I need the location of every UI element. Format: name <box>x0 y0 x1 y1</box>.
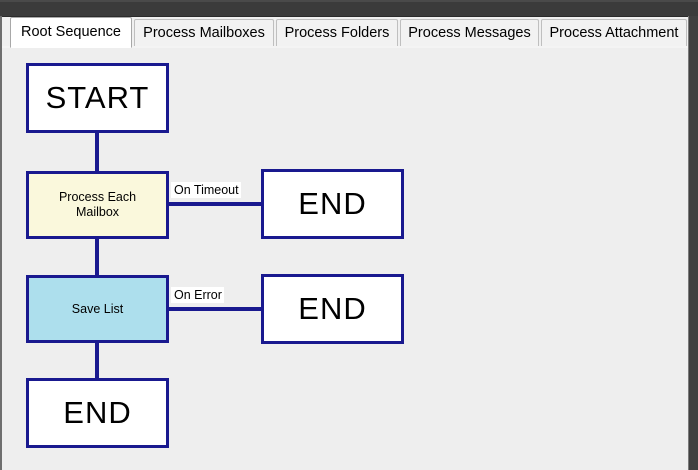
node-label: END <box>298 186 367 221</box>
connector-savelist-to-end-error <box>169 307 261 311</box>
node-process[interactable]: Process Each Mailbox <box>26 171 169 239</box>
node-savelist[interactable]: Save List <box>26 275 169 343</box>
node-start[interactable]: START <box>26 63 169 133</box>
tab-process-folders[interactable]: Process Folders <box>276 19 398 47</box>
window-frame-right <box>688 16 698 470</box>
node-end-error[interactable]: END <box>261 274 404 344</box>
node-label: END <box>63 395 132 430</box>
window-frame-left <box>0 16 2 470</box>
node-end-final[interactable]: END <box>26 378 169 448</box>
node-label: END <box>298 291 367 326</box>
node-end-timeout[interactable]: END <box>261 169 404 239</box>
node-label: START <box>45 80 150 115</box>
title-strip-highlight <box>0 0 698 2</box>
connector-process-to-savelist <box>95 239 99 275</box>
edge-label-on-error: On Error <box>171 287 224 303</box>
node-label: Save List <box>71 301 124 316</box>
edge-label-on-timeout: On Timeout <box>171 182 241 198</box>
tab-process-messages[interactable]: Process Messages <box>400 19 539 47</box>
tab-bar-underline <box>2 46 688 48</box>
tab-process-mailboxes[interactable]: Process Mailboxes <box>134 19 274 47</box>
window-title-strip <box>0 0 698 17</box>
connector-start-to-process <box>95 133 99 171</box>
connector-savelist-to-end <box>95 343 99 378</box>
tab-root-sequence[interactable]: Root Sequence <box>10 17 132 48</box>
node-label: Process Each Mailbox <box>58 190 137 219</box>
connector-process-to-end-timeout <box>169 202 261 206</box>
tab-process-attachment[interactable]: Process Attachment <box>541 19 687 47</box>
